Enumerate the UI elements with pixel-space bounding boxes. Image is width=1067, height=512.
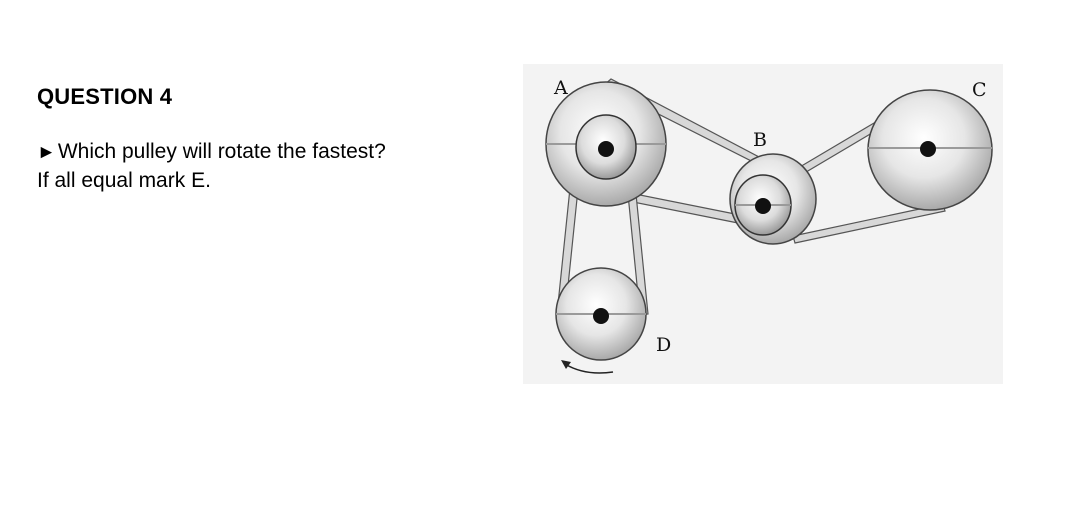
label-c: C: [972, 79, 987, 101]
question-line-2: If all equal mark E.: [37, 169, 211, 192]
pulley-b-axle: [755, 198, 771, 214]
pulley-diagram-svg: A B C D: [523, 64, 1003, 384]
pointer-arrow-icon: ►: [37, 142, 56, 163]
counterclockwise-arrow-icon: [561, 360, 614, 374]
pulley-c: [867, 89, 993, 211]
question-prompt: ►Which pulley will rotate the fastest? I…: [37, 138, 386, 195]
belt-b-c-lower: [792, 203, 946, 244]
pulley-a: [545, 81, 667, 207]
pulley-c-axle: [920, 141, 936, 157]
pulley-d: [555, 267, 647, 361]
label-d: D: [656, 334, 671, 356]
label-a: A: [553, 77, 568, 99]
pulley-a-axle: [598, 141, 614, 157]
question-line-1: ►Which pulley will rotate the fastest?: [37, 138, 386, 167]
pulley-b: [729, 153, 817, 245]
label-b: B: [753, 129, 767, 151]
pulley-diagram: A B C D: [523, 64, 1003, 384]
question-text-1: Which pulley will rotate the fastest?: [57, 140, 386, 163]
pulley-d-axle: [593, 308, 609, 324]
question-title: QUESTION 4: [37, 84, 173, 109]
